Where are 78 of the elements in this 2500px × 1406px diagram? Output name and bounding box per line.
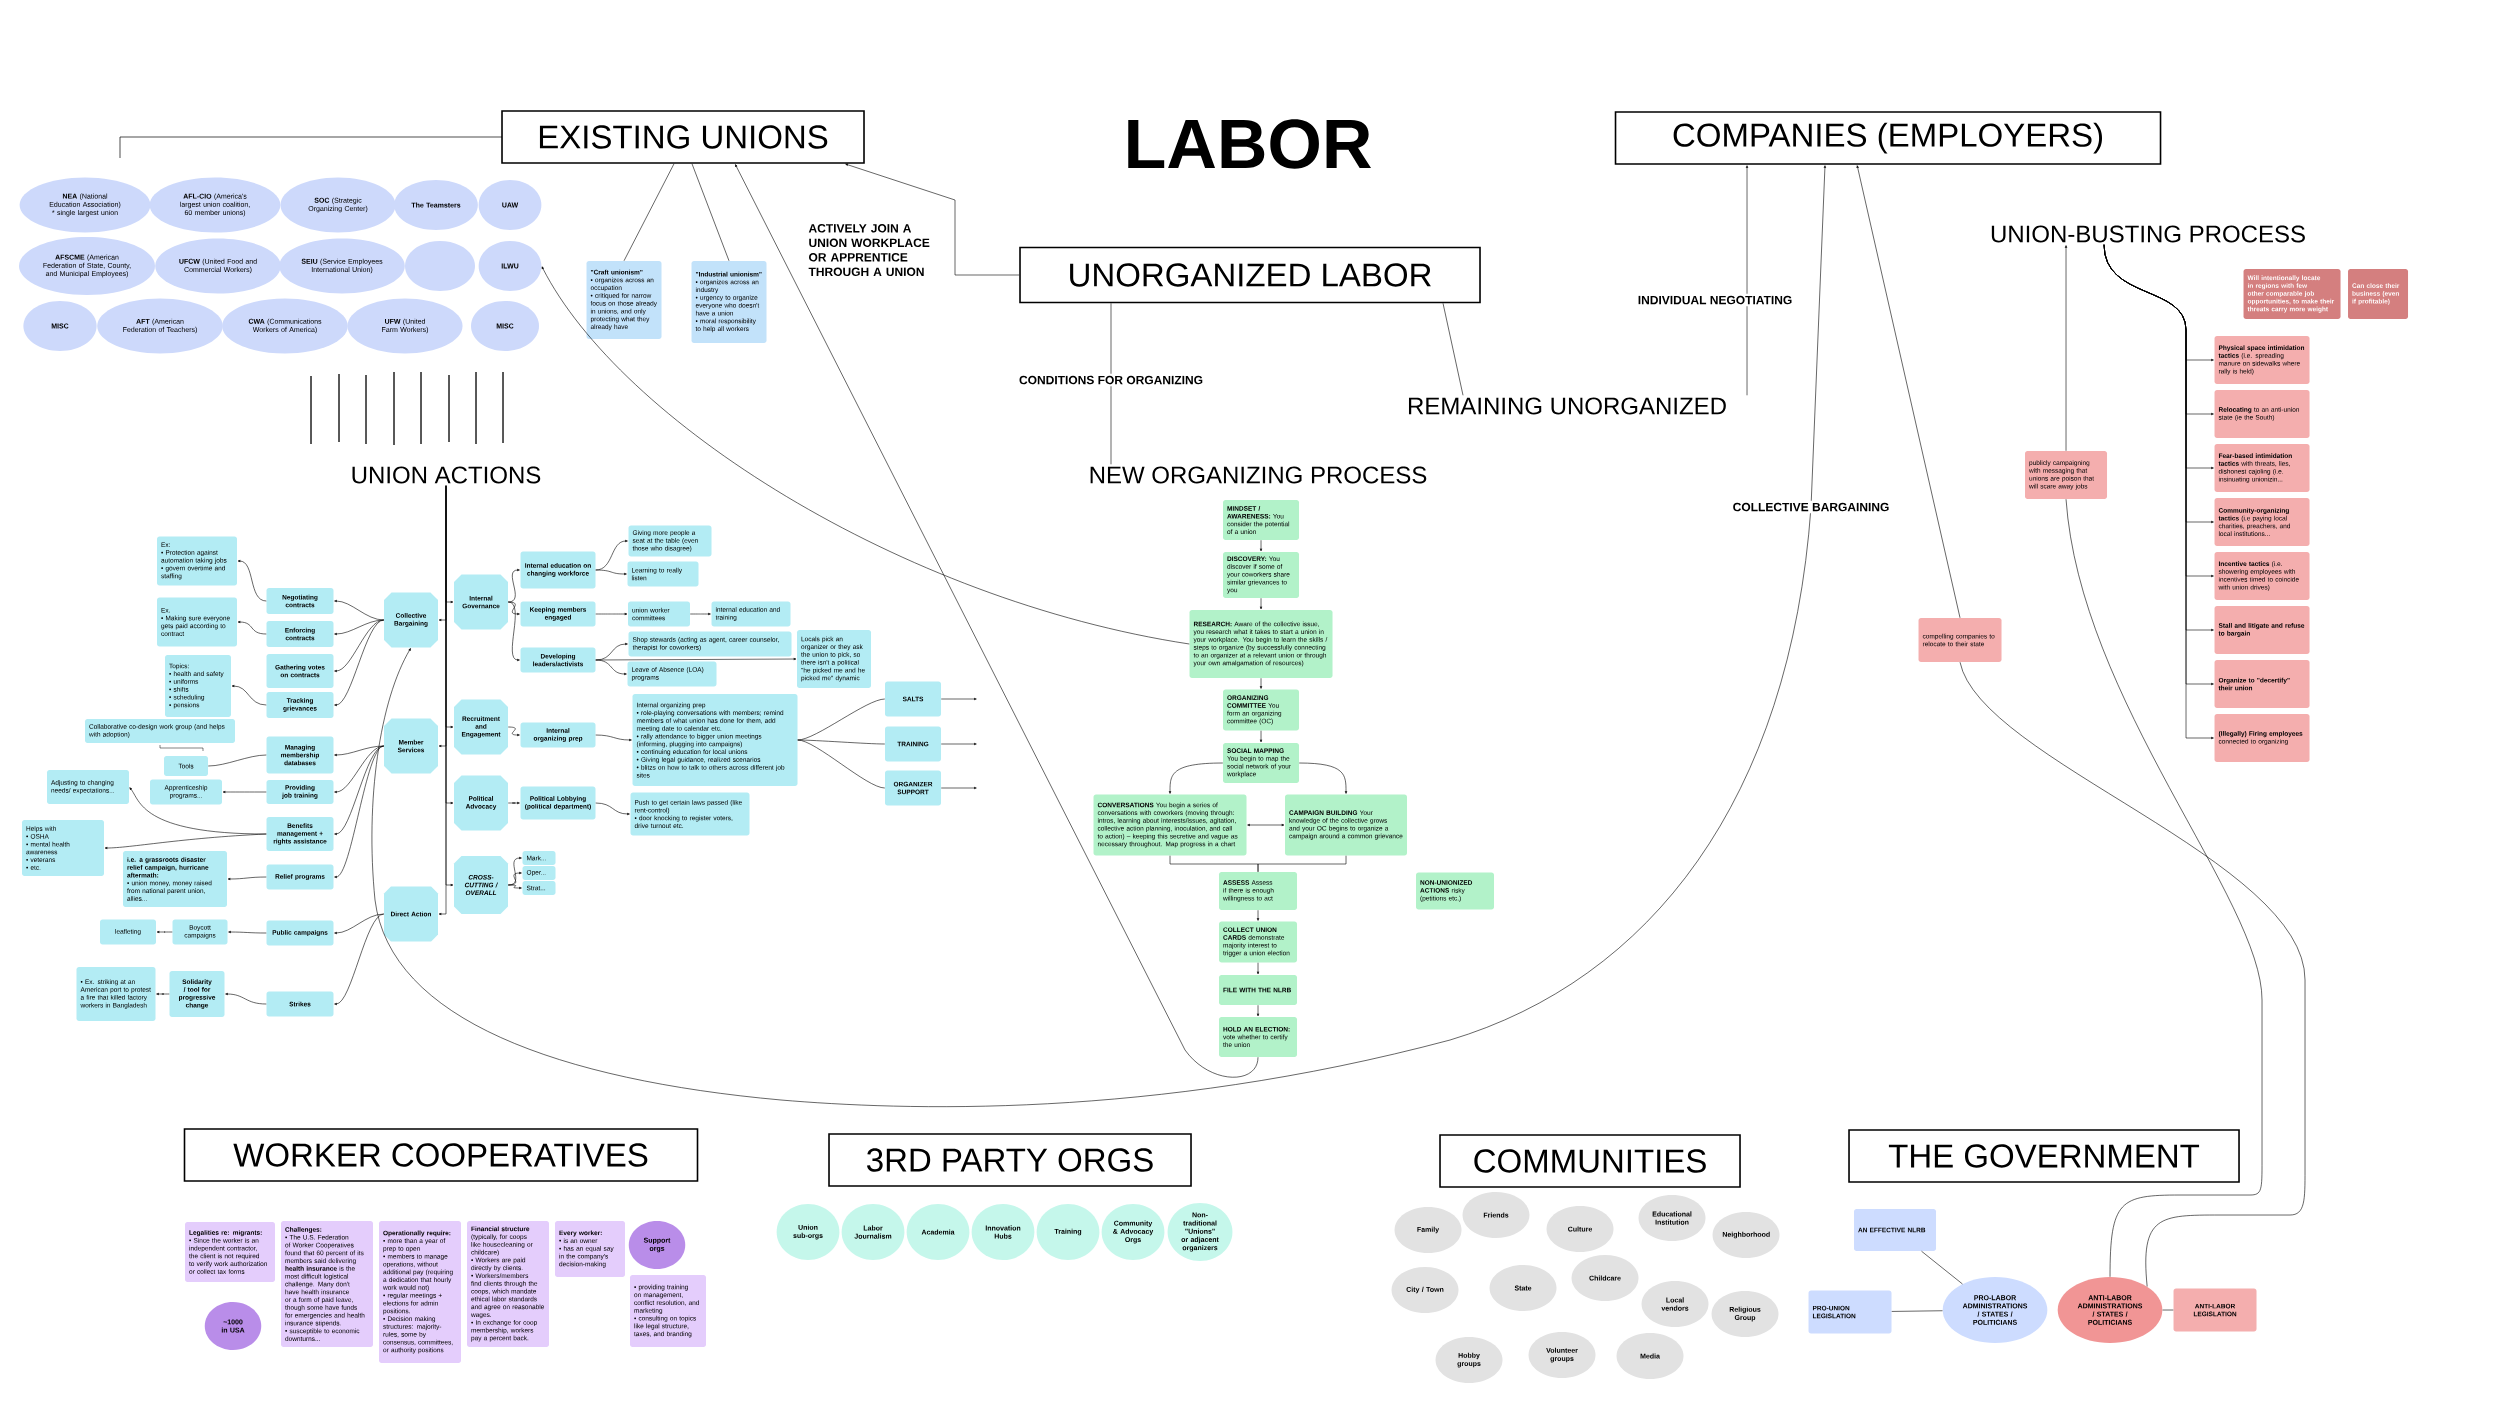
arrow <box>940 786 977 790</box>
heading-box: COMPANIES (EMPLOYERS) <box>1614 111 2162 165</box>
arrow <box>156 930 173 934</box>
connector-line <box>1959 661 2306 1287</box>
arrow <box>845 163 1020 276</box>
edge-label: CONDITIONS FOR ORGANIZING <box>1017 373 1205 387</box>
arrow <box>222 790 267 794</box>
connector-line <box>2065 498 2263 1278</box>
arrow <box>237 620 267 635</box>
heading: REMAINING UNORGANIZED <box>1409 397 1726 415</box>
connector-line <box>1257 855 1347 873</box>
arrow <box>1259 677 1263 689</box>
connector-line <box>1891 1310 1943 1312</box>
arrow <box>371 165 1826 1107</box>
arrow <box>334 619 385 707</box>
arrow <box>1298 762 1348 794</box>
arrow <box>104 833 267 850</box>
arrow <box>334 619 385 636</box>
arrow <box>940 742 977 746</box>
arrow <box>507 726 520 737</box>
arrow <box>225 992 267 1005</box>
arrow <box>735 164 1259 1078</box>
arrow <box>231 684 267 706</box>
connector-line <box>797 739 886 789</box>
edge-label: INDIVIDUAL NEGOTIATING <box>1635 293 1795 307</box>
arrow <box>1256 962 1260 975</box>
arrow <box>507 601 520 662</box>
arrow <box>237 559 267 602</box>
union-circle <box>405 241 475 291</box>
heading-box: EXISTING UNIONS <box>501 110 865 164</box>
arrow <box>940 697 977 701</box>
arrow <box>1259 730 1263 743</box>
arrow <box>1256 1004 1260 1017</box>
heading: UNION ACTIONS <box>352 466 541 484</box>
arrow <box>334 745 385 879</box>
arrow <box>1259 597 1263 610</box>
connector-line <box>797 739 886 745</box>
heading: NEW ORGANIZING PROCESS <box>1090 466 1427 484</box>
arrow <box>1745 165 1749 396</box>
connector-line <box>623 163 675 262</box>
connector-line <box>1921 1250 1963 1285</box>
arrow <box>2064 245 2068 452</box>
arrow <box>156 992 170 996</box>
arrow <box>595 657 797 661</box>
arrow <box>595 802 630 816</box>
edge-label: COLLECTIVE BARGAINING <box>1730 500 1892 514</box>
arrow <box>541 266 1190 645</box>
arrow <box>334 599 385 621</box>
arrow <box>507 601 520 616</box>
arrow <box>445 485 454 887</box>
heading-box: UNORGANIZED LABOR <box>1019 246 1481 304</box>
connector-line <box>1442 303 1464 396</box>
connector-line <box>207 754 267 767</box>
connector-line <box>1110 303 1112 465</box>
connector-line <box>2162 1309 2174 1311</box>
arrow <box>1168 762 1224 794</box>
heading-box: COMMUNITIES <box>1439 1134 1741 1188</box>
arrow <box>334 745 385 757</box>
arrow <box>595 734 632 742</box>
heading-box: 3RD PARTY ORGS <box>828 1133 1192 1187</box>
arrow <box>1247 823 1285 827</box>
arrow <box>689 612 711 616</box>
arrow <box>228 930 267 934</box>
arrow <box>595 569 627 576</box>
arrow <box>1259 539 1263 552</box>
arrow <box>227 876 267 881</box>
title: LABOR <box>1128 119 1371 169</box>
edge-label: ACTIVELY JOIN A UNION WORKPLACE OR APPRENTICE THROUGH A UNION <box>806 222 946 278</box>
heading-box: WORKER COOPERATIVES <box>183 1128 699 1182</box>
heading: UNION-BUSTING PROCESS <box>1991 225 2305 243</box>
arrow <box>595 612 628 616</box>
arrow <box>507 801 520 805</box>
arrow <box>334 913 385 1006</box>
heading-box: THE GOVERNMENT <box>1848 1129 2240 1183</box>
arrow <box>1856 165 1961 619</box>
arrow <box>1256 909 1260 921</box>
connector-line <box>691 163 730 262</box>
arrow <box>507 884 522 890</box>
